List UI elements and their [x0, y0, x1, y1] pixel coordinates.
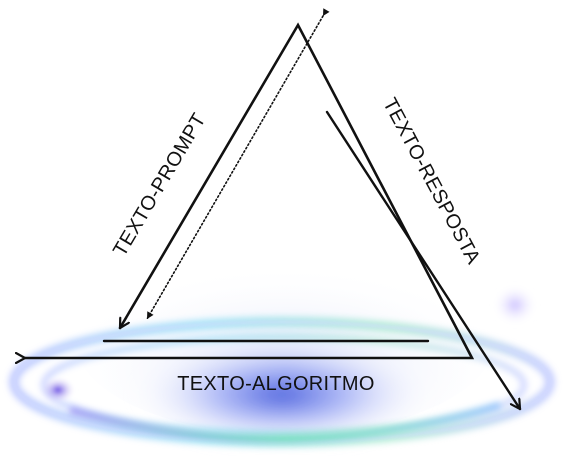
glow-background — [9, 245, 555, 450]
central-blue-glow — [132, 340, 432, 450]
right-glow-orb — [493, 285, 537, 325]
dotted-double-arrow — [146, 8, 330, 320]
label-texto-prompt: TEXTO-PROMPT — [109, 110, 210, 261]
left-glow-orb — [40, 376, 76, 404]
right-side-arrow — [325, 110, 522, 411]
label-texto-algoritmo: TEXTO-ALGORITMO — [177, 373, 374, 395]
label-texto-resposta: TEXTO-RESPOSTA — [378, 95, 484, 269]
